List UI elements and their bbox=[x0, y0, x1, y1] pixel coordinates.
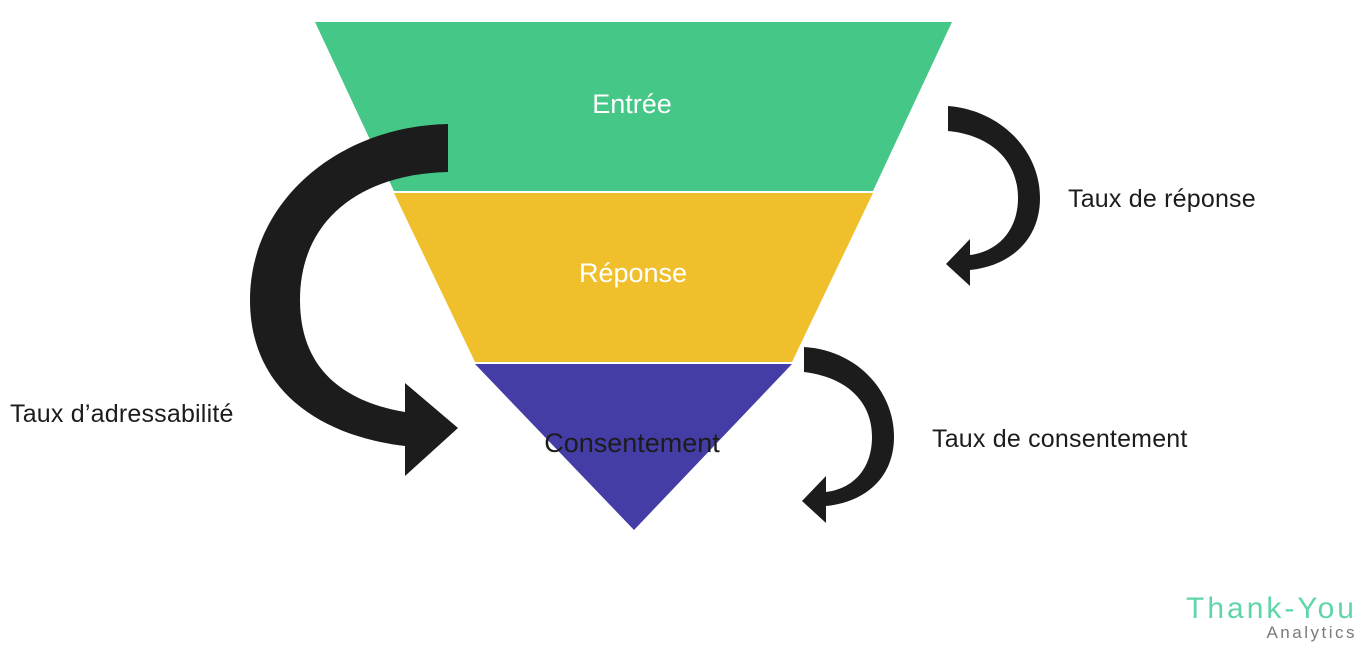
logo-sub: Analytics bbox=[1266, 623, 1357, 642]
consent-arrow-icon bbox=[802, 347, 894, 523]
stage-label-reponse: Réponse bbox=[578, 258, 688, 288]
addressability-arrow-icon bbox=[250, 124, 458, 476]
funnel-stage-consentement bbox=[475, 364, 792, 530]
response-rate-label: Taux de réponse bbox=[1068, 185, 1256, 213]
addressability-rate-label: Taux d’adressabilité bbox=[10, 400, 234, 428]
funnel-stage-entree bbox=[315, 22, 952, 191]
stage-label-entree: Entrée bbox=[592, 89, 672, 119]
response-arrow-icon bbox=[946, 106, 1040, 286]
consent-rate-label: Taux de consentement bbox=[932, 425, 1188, 453]
funnel-stage-reponse bbox=[394, 193, 873, 362]
stage-label-consentement: Consentement bbox=[544, 428, 720, 458]
thank-you-analytics-logo: Thank-You Analytics bbox=[1186, 594, 1357, 642]
logo-brand: Thank-You bbox=[1186, 592, 1357, 625]
